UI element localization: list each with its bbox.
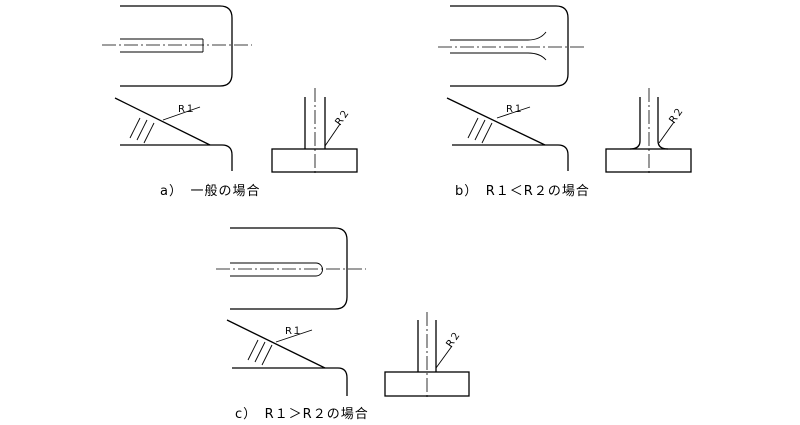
panel-b-fillet-section: R１ (446, 97, 569, 171)
panel-c-joint-section: R２ (384, 312, 470, 398)
panel-b-plan-view (438, 5, 586, 87)
panel-c: R１ R２ c） R１＞R２の場合 (216, 227, 470, 422)
panel-b-joint-section: R２ (605, 88, 692, 175)
panel-a: R１ R２ a） 一般の場合 (102, 5, 358, 199)
panel-b: R１ R２ b） R１＜R２の場合 (438, 5, 692, 199)
panel-a-r1-label: R１ (178, 104, 195, 115)
panel-b-caption: b） R１＜R２の場合 (455, 184, 590, 199)
panel-c-r1-label: R１ (285, 326, 302, 337)
panel-b-r1-label: R１ (506, 104, 523, 115)
panel-a-r2-label: R２ (333, 108, 352, 128)
panel-c-caption: c） R１＞R２の場合 (235, 407, 369, 422)
panel-c-plan-view (216, 227, 366, 310)
panel-b-r2-label: R２ (667, 106, 686, 126)
panel-a-fillet-section: R１ (114, 97, 233, 171)
panel-a-plan-view (102, 5, 252, 87)
panel-c-fillet-section: R１ (226, 319, 348, 396)
panel-a-caption: a） 一般の場合 (160, 183, 260, 199)
panel-a-joint-section: R２ (271, 88, 358, 175)
panel-c-r2-label: R２ (444, 330, 463, 350)
